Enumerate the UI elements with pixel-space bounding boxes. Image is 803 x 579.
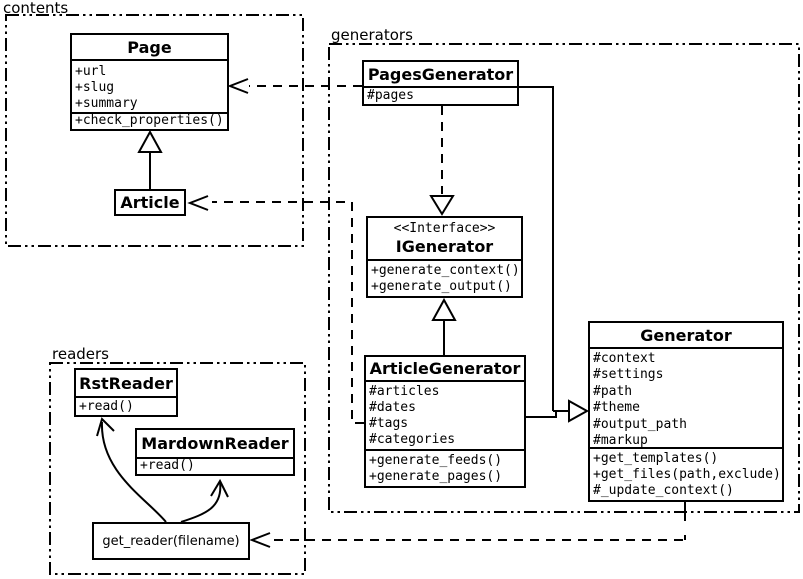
- class-title: Page: [127, 37, 172, 57]
- readers-package-border: [49, 362, 306, 575]
- article-class-box: Article: [114, 189, 186, 216]
- class-method: #_update_context(): [593, 483, 734, 498]
- hollow-triangle-icon: [568, 399, 590, 423]
- open-arrowhead-icon: [210, 478, 229, 498]
- class-attribute: #markup: [593, 433, 648, 449]
- class-attribute: #output_path: [593, 416, 687, 432]
- articlegenerator-class-box: ArticleGenerator #articles #dates #tags …: [364, 355, 526, 488]
- curve-getreader-to-rstreader: [100, 421, 167, 523]
- class-attribute: #categories: [369, 432, 456, 447]
- class-title: Article: [120, 193, 180, 212]
- open-arrowhead-icon: [249, 532, 271, 548]
- class-attribute: #articles: [369, 384, 440, 399]
- igenerator-interface-box: <<Interface>> IGenerator +generate_conte…: [366, 216, 523, 298]
- class-title: Generator: [640, 325, 732, 345]
- class-attribute: #theme: [593, 400, 640, 416]
- class-attribute: #path: [593, 383, 633, 399]
- class-method: +check_properties(): [75, 113, 224, 128]
- class-method: +generate_feeds(): [369, 453, 503, 468]
- class-method: +get_files(path,exclude): [593, 467, 781, 482]
- class-attribute: #pages: [367, 88, 414, 103]
- get-reader-function-box: get_reader(filename): [92, 522, 250, 560]
- class-method: +get_templates(): [593, 451, 719, 466]
- class-title: PagesGenerator: [367, 64, 514, 84]
- class-attribute: +slug: [75, 80, 115, 95]
- class-attribute: #tags: [369, 416, 409, 431]
- open-arrowhead-icon: [187, 195, 209, 211]
- hollow-triangle-icon: [137, 129, 163, 153]
- package-label-contents: contents: [3, 0, 69, 17]
- class-method: +generate_context(): [371, 263, 520, 278]
- class-title: RstReader: [79, 373, 173, 393]
- class-attribute: #settings: [593, 367, 664, 383]
- class-attribute: +url: [75, 64, 107, 79]
- generator-class-box: Generator #context #settings #path #them…: [588, 321, 784, 502]
- pagesgenerator-class-box: PagesGenerator #pages: [362, 60, 519, 106]
- hollow-triangle-icon: [429, 195, 455, 216]
- class-method: +generate_output(): [371, 279, 512, 294]
- generators-package-border: [328, 43, 800, 513]
- class-attribute: #dates: [369, 400, 416, 415]
- open-arrowhead-icon: [227, 78, 249, 94]
- generalization-pagesgenerator-to-generator: [519, 86, 554, 411]
- package-label-generators: generators: [331, 26, 413, 44]
- interface-stereotype: <<Interface>>: [393, 221, 496, 236]
- function-label: get_reader(filename): [102, 533, 240, 549]
- hollow-triangle-icon: [431, 297, 457, 321]
- package-label-readers: readers: [52, 345, 109, 363]
- class-attribute: +summary: [75, 96, 138, 111]
- class-title: MardownReader: [141, 434, 289, 453]
- page-class-box: Page +url +slug +summary +check_properti…: [70, 33, 229, 131]
- class-method: +generate_pages(): [369, 469, 503, 484]
- class-method: +read(): [79, 399, 134, 414]
- class-title: ArticleGenerator: [369, 359, 521, 378]
- open-arrowhead-icon: [96, 417, 115, 437]
- curve-getreader-to-mardownreader: [180, 481, 222, 523]
- mardownreader-class-box: MardownReader +read(): [135, 428, 295, 476]
- class-method: +read(): [140, 458, 195, 473]
- class-title: IGenerator: [395, 236, 494, 256]
- rstreader-class-box: RstReader +read(): [74, 368, 178, 417]
- contents-package-border: [5, 14, 304, 247]
- dependency-articlegenerator-to-article: [212, 201, 364, 424]
- class-attribute: #context: [593, 351, 656, 366]
